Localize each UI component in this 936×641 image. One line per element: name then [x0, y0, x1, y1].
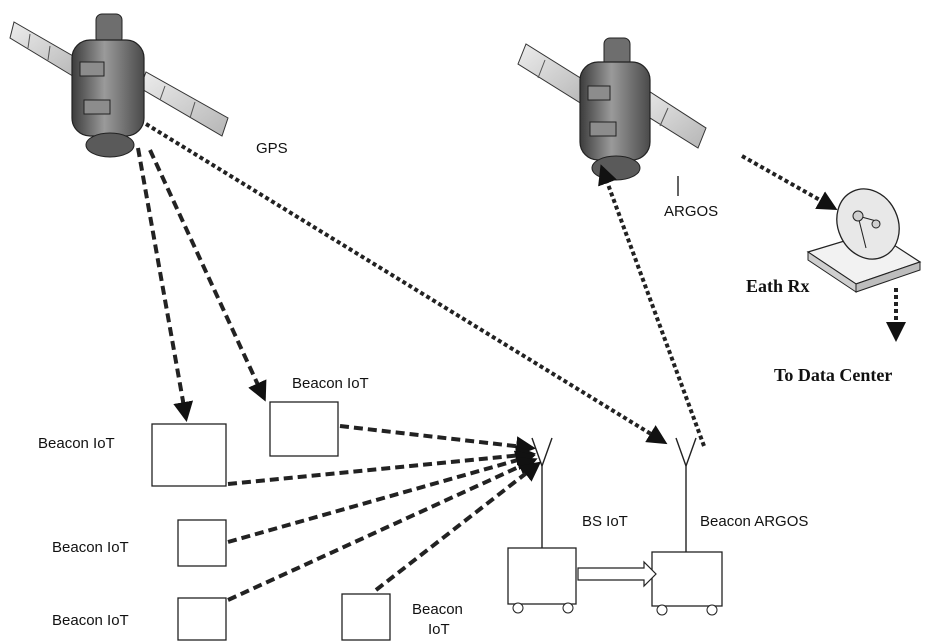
to-data-center-label: To Data Center [774, 365, 892, 385]
beacon-bottom-label-line1: Beacon [412, 601, 463, 618]
beacon-argos-label: Beacon ARGOS [700, 513, 808, 530]
argos-to-earth-link [742, 156, 834, 208]
bs-iot-antenna-icon [532, 438, 552, 548]
beacon-iot-box-top [270, 402, 338, 456]
earth-receiver-dish-icon [808, 179, 920, 292]
gps-link-beacon-argos [146, 124, 664, 442]
bs-to-argos-transfer-arrow [578, 562, 656, 586]
bs-iot-cabinet [508, 548, 576, 613]
beacon-iot-box-bottom [342, 594, 390, 640]
beacon-top-to-bs-link [340, 426, 532, 448]
beacon-left1-label: Beacon IoT [38, 435, 115, 452]
bs-iot-label: BS IoT [582, 513, 628, 530]
gps-satellite-icon [10, 14, 228, 157]
gps-link-beacon-left [138, 148, 186, 418]
beacon-iot-box-left1 [152, 424, 226, 486]
gps-label: GPS [256, 140, 288, 157]
beacon-left2-to-bs-link [228, 456, 532, 542]
beacon-argos-antenna-icon [676, 438, 696, 552]
beacon-top-label: Beacon IoT [292, 375, 369, 392]
beacon-bottom-label-line2: IoT [428, 621, 450, 638]
argos-satellite-icon [518, 38, 706, 180]
beacon-argos-cabinet [652, 552, 722, 615]
earth-rx-label: Eath Rx [746, 276, 810, 296]
beacon-iot-box-left3 [178, 598, 226, 640]
argos-label: ARGOS [664, 203, 718, 220]
beacon-iot-box-left2 [178, 520, 226, 566]
beacon-left3-label: Beacon IoT [52, 612, 129, 629]
beacon-left2-label: Beacon IoT [52, 539, 129, 556]
